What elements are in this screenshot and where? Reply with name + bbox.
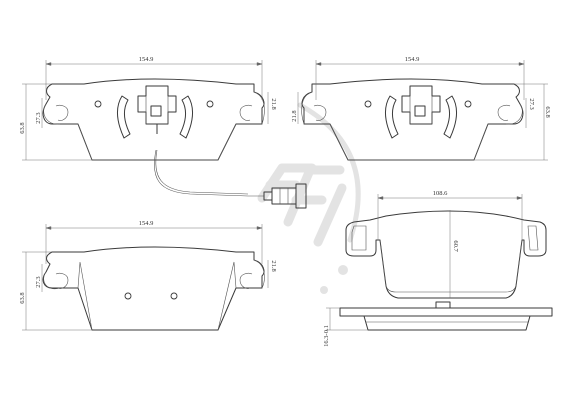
dim-ear-label: 27.3 [35,112,42,123]
hole [320,286,328,294]
wear-sensor-wire [154,124,307,209]
dim-height-label: 60.7 [452,240,459,252]
dim-thickness-label: 16.3-0.1 [323,325,330,347]
backplate-view: 108.6 60.7 [345,190,547,299]
mounting-hole [94,100,102,108]
outline-stroke [43,271,61,290]
dim-ear-right-label: 21.8 [270,260,277,271]
outline-stroke [379,239,523,293]
backplate-outline [345,210,547,299]
outline-stroke [497,104,511,121]
dim-width-label: 154.9 [405,56,420,63]
dim-ear-label: 27.3 [528,98,535,109]
pad-bottom-left-outline [42,246,265,331]
pad-top-left: 154.9 63.8 27.3 21.8 [19,56,277,161]
dim-height-label: 63.8 [544,106,551,117]
dim-ear-left-label: 21.8 [291,110,298,121]
outline-stroke [77,261,93,331]
mounting-hole [124,292,132,300]
watermark-stroke [297,102,361,243]
dimension-line [45,62,263,66]
outline-stroke [117,95,131,139]
outline-stroke [179,95,193,139]
outline-stroke [443,95,457,139]
outline-stroke [155,149,249,195]
side-view: 16.3-0.1 [323,301,553,347]
dim-ear-right-label: 21.8 [270,98,277,109]
outline-stroke [253,91,265,125]
pad-top-right-outline [301,78,524,161]
outline-stroke [385,95,399,139]
outline-stroke [43,103,61,125]
dim-width-label: 154.9 [139,220,154,227]
mounting-hole [170,292,178,300]
outline-stroke [150,105,162,117]
dimension-line [377,196,523,200]
outline-stroke [295,183,307,209]
side-view-lining [363,315,531,331]
outline-stroke [253,259,265,289]
mounting-hole [364,100,372,108]
pad-top-right-lining [329,123,489,161]
outline-stroke [55,272,69,289]
dimension-line [315,62,525,66]
outline-stroke [239,272,253,289]
dim-width-label: 154.9 [139,56,154,63]
pad-top-left-outline [42,78,265,161]
wear-sensor-clip [401,85,441,125]
outline-stroke [313,104,327,121]
watermark-stroke [313,183,347,247]
outline-stroke [414,105,426,117]
dim-ear-label: 27.3 [35,276,42,287]
side-view-backplate [339,307,553,317]
outline-stroke [263,191,273,201]
outline-stroke [435,301,451,309]
dim-width-label: 108.6 [433,190,448,197]
outline-stroke [505,103,523,125]
wear-sensor-clip [137,85,177,125]
mounting-hole [464,100,472,108]
outline-stroke [351,225,367,251]
pad-top-right: 154.9 63.8 27.3 21.8 [291,56,551,161]
outline-stroke [154,149,264,197]
mounting-hole [206,100,214,108]
dim-height-label: 63.8 [19,292,26,303]
dim-height-label: 63.8 [19,122,26,133]
hole [338,265,348,275]
pad-top-left-lining [77,123,237,161]
outline-stroke [239,104,253,121]
watermark-logo [257,102,361,294]
outline-stroke [301,91,313,125]
pad-bottom-left: 154.9 63.8 27.3 21.8 [19,220,277,331]
watermark-stroke [283,165,345,227]
outline-stroke [55,104,69,121]
outline-stroke [527,225,539,251]
dimension-line [45,226,263,230]
outline-stroke [217,261,237,331]
